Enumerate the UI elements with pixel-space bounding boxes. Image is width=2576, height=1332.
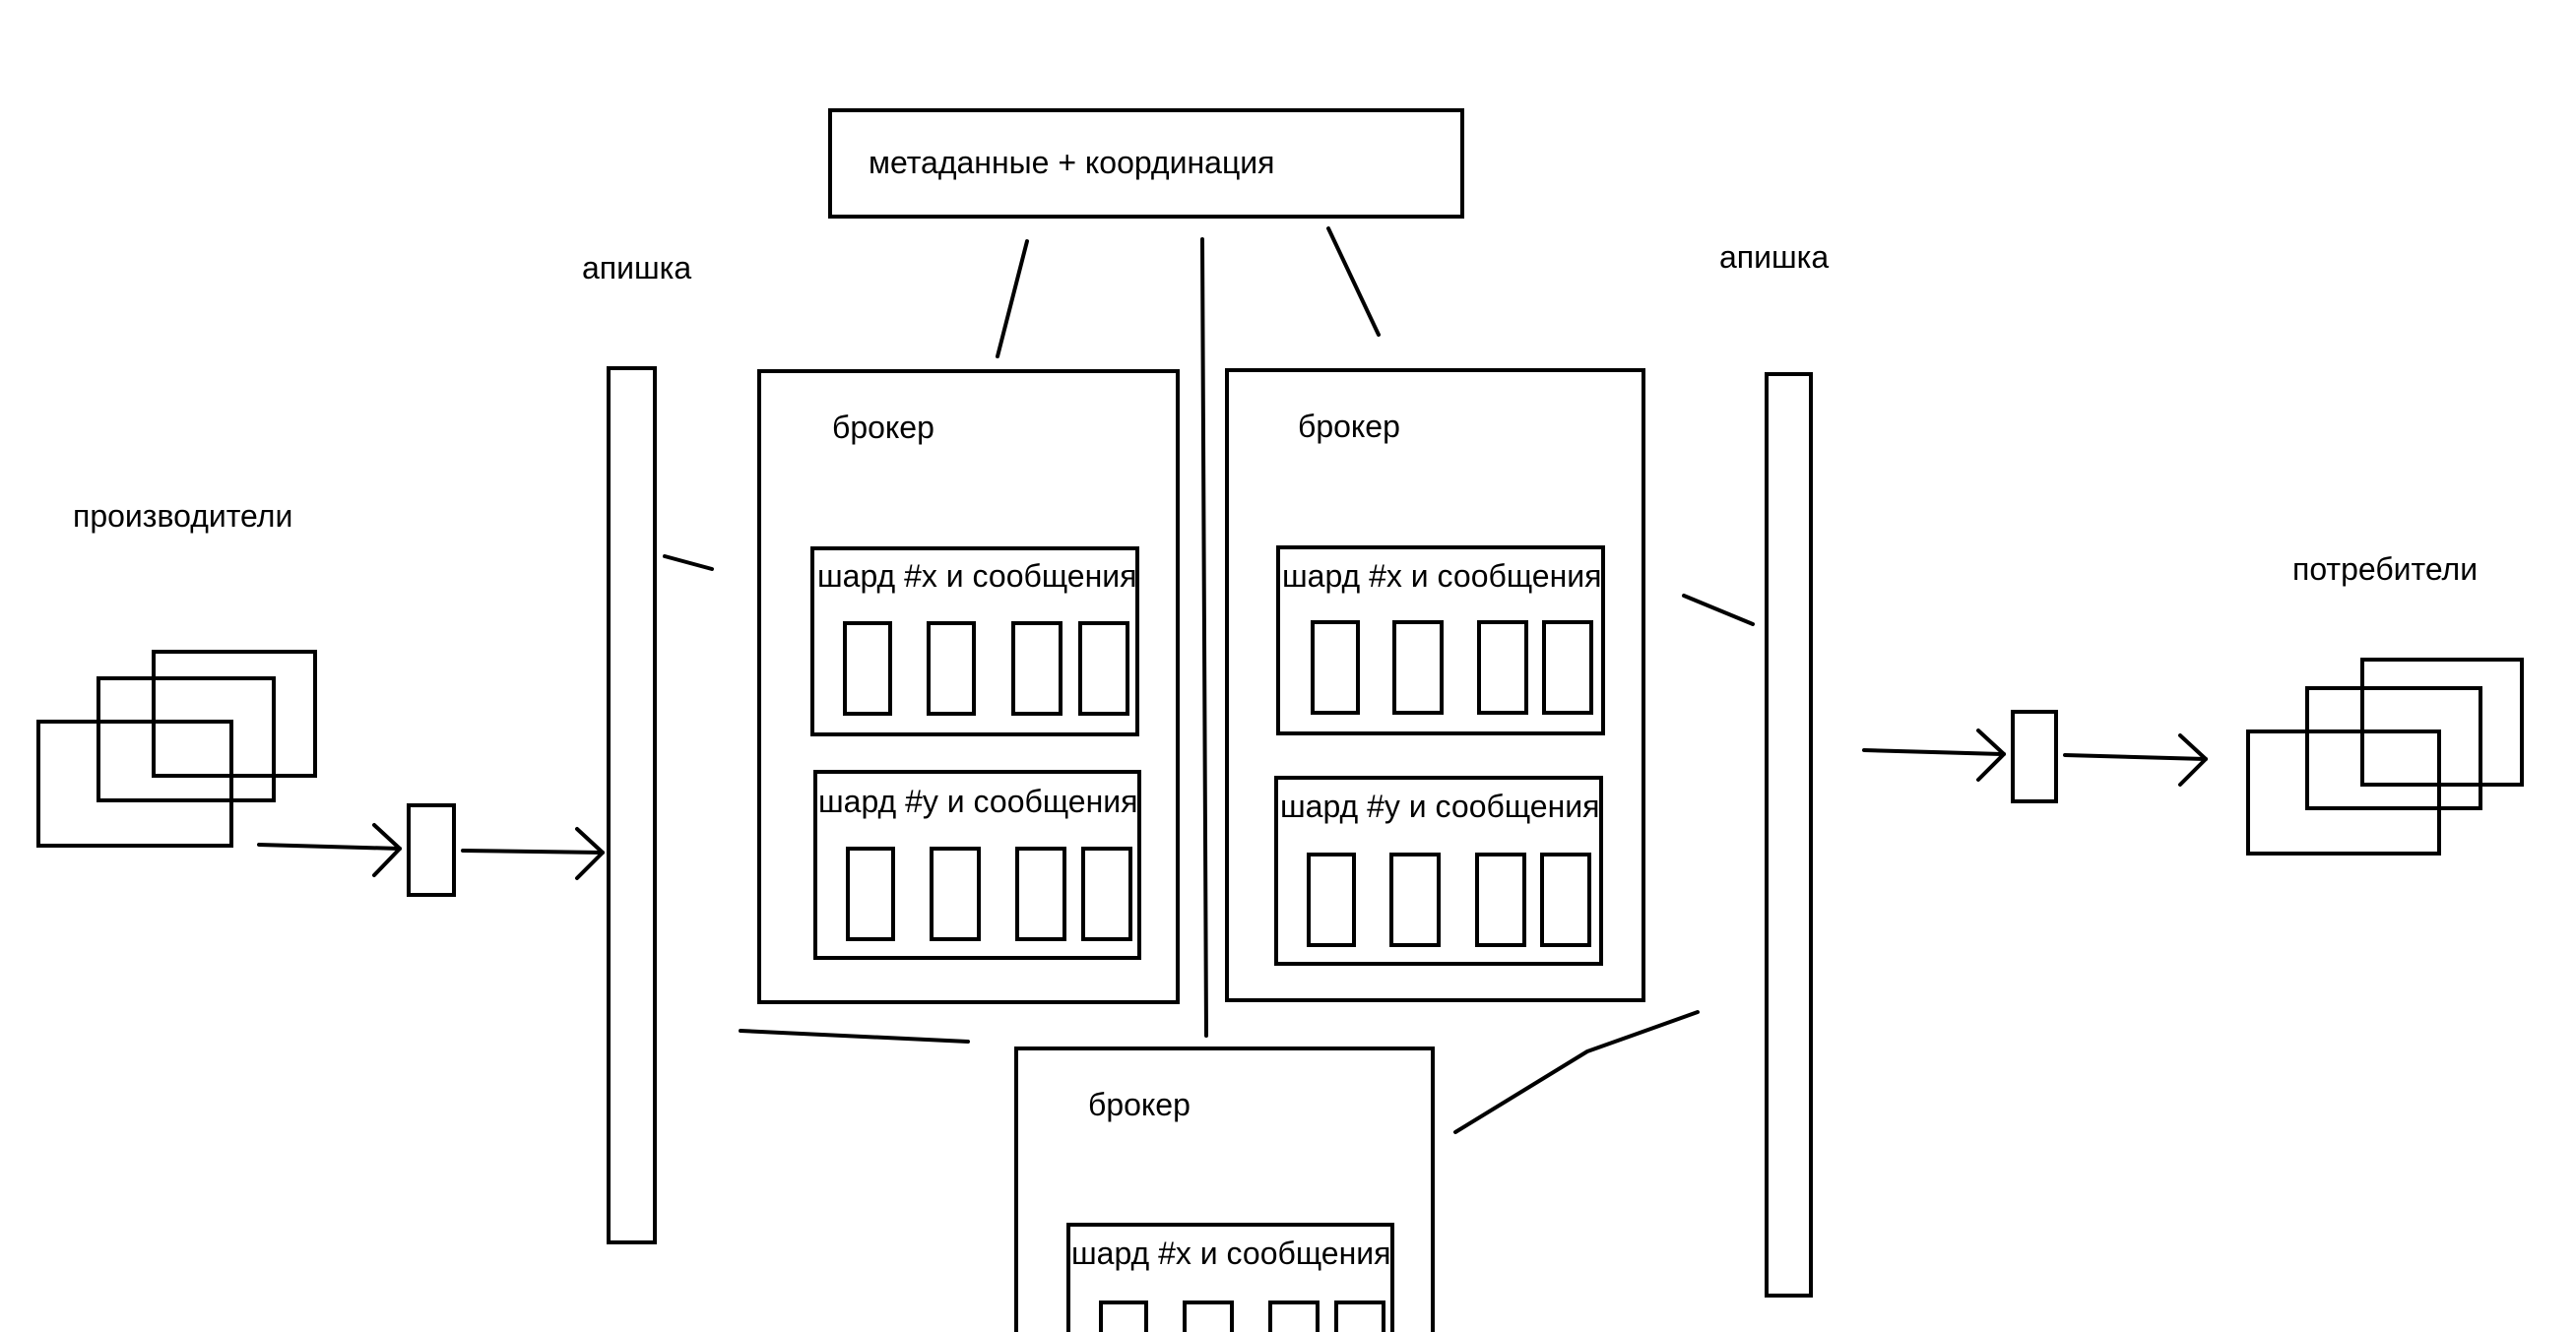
consumers-group: потребители (2246, 551, 2524, 856)
producer-window (36, 720, 233, 848)
api-left-broker3-link (739, 1029, 970, 1044)
api-left-label: апишка (582, 250, 691, 285)
producer-window (152, 650, 317, 778)
broker-2-label: брокер (1298, 409, 1400, 444)
broker-2-shard-y-label: шард #y и сообщения (1280, 789, 1599, 824)
message-block (1268, 1300, 1320, 1332)
producer-arrow-head (372, 823, 402, 877)
broker-1-label: брокер (832, 410, 934, 445)
metadata-coordination-node: метаданные + координация (828, 108, 1464, 219)
producer-api-arrow-line (461, 849, 605, 855)
message-block (930, 847, 981, 941)
message-block (846, 847, 895, 941)
message-block (1015, 847, 1066, 941)
producers-group: производители (36, 498, 317, 848)
consumer-arrow-head (2178, 733, 2208, 787)
api-consumer-arrow-head (1976, 729, 2006, 782)
metadata-broker1-link (996, 239, 1029, 358)
broker-3-label: брокер (1088, 1087, 1191, 1122)
api-left-bar (607, 366, 657, 1244)
api-right-broker2-link (1682, 594, 1755, 626)
metadata-broker2-link (1326, 226, 1381, 337)
consumer-buffer (2011, 710, 2058, 803)
broker-3-shard-x-label: шард #x и сообщения (1071, 1236, 1390, 1271)
metadata-broker3-link (1200, 237, 1208, 1038)
message-block (1311, 620, 1360, 715)
producer-api-arrow-head (575, 827, 605, 880)
message-block (1078, 621, 1129, 716)
api-right-broker3-link (1453, 1010, 1700, 1134)
message-block (1392, 620, 1444, 715)
broker-2: брокер шард #x и сообщения шард #y и соо… (1225, 368, 1645, 1002)
api-right-bar (1765, 372, 1813, 1298)
message-block (1389, 853, 1441, 947)
producer-arrow-line (257, 843, 402, 851)
api-right-label: апишка (1719, 239, 1829, 275)
message-block (1099, 1300, 1148, 1332)
message-block (1334, 1300, 1385, 1332)
metadata-box (828, 108, 1464, 219)
producers-label: производители (73, 498, 292, 534)
consumer-window (2305, 686, 2482, 810)
broker-3: брокер шард #x и сообщения (1014, 1047, 1435, 1332)
message-block (1475, 853, 1526, 947)
consumers-label: потребители (2292, 551, 2478, 587)
api-consumer-arrow-line (1862, 748, 2006, 756)
message-block (927, 621, 976, 716)
broker-1-shard-y-label: шард #y и сообщения (818, 784, 1137, 819)
message-block (1477, 620, 1528, 715)
broker-1: брокер шард #x и сообщения шард #y и соо… (757, 369, 1180, 1004)
consumer-arrow-line (2063, 753, 2208, 761)
message-block (1183, 1300, 1234, 1332)
message-block (1540, 853, 1591, 947)
consumer-window (2360, 658, 2524, 787)
api-left-broker1-link (663, 554, 714, 571)
broker-1-shard-x-label: шард #x и сообщения (817, 558, 1136, 594)
message-block (1542, 620, 1593, 715)
message-block (1307, 853, 1356, 947)
message-block (843, 621, 892, 716)
broker-2-shard-x-label: шард #x и сообщения (1282, 558, 1601, 594)
message-block (1081, 847, 1132, 941)
consumer-window (2246, 729, 2441, 856)
producer-buffer (407, 803, 456, 897)
producer-window (97, 676, 276, 802)
message-block (1011, 621, 1063, 716)
metadata-label: метаданные + координация (869, 145, 1274, 180)
